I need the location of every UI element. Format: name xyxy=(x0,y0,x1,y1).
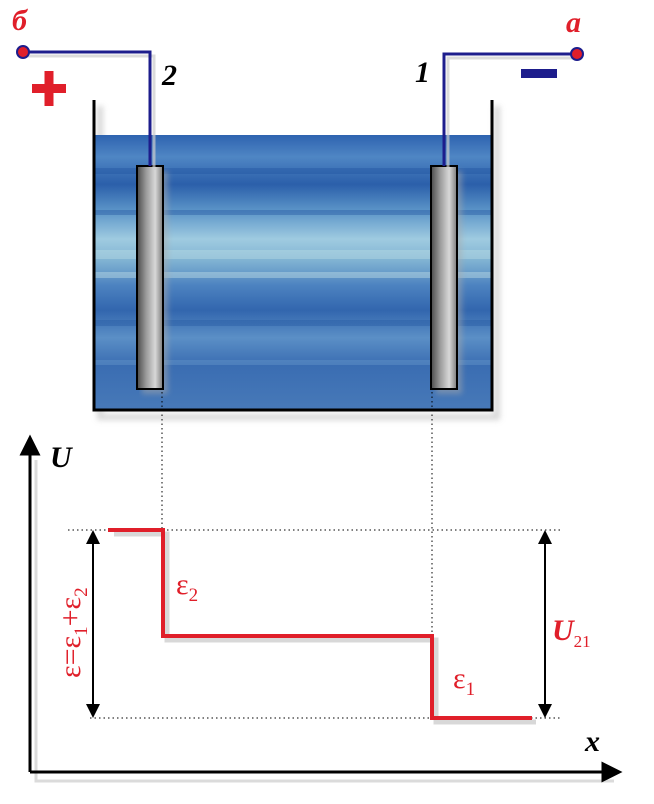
x-axis-label: x xyxy=(584,725,600,758)
y-axis-label: U xyxy=(50,441,73,474)
projection-lines xyxy=(68,392,560,719)
electrode-1-number: 1 xyxy=(415,56,430,89)
emf-total-label: ε=ε1+ε2 xyxy=(54,587,92,678)
electrolyte-streaks xyxy=(95,168,491,365)
step-label-emf-1: ε1 xyxy=(453,662,475,700)
step-label-emf-2: ε2 xyxy=(176,568,198,606)
potential-step-line xyxy=(108,528,532,720)
plus-sign-icon xyxy=(32,71,66,106)
voltage-u21-label: U21 xyxy=(552,614,591,651)
axes xyxy=(19,434,623,783)
terminal-right-letter: a xyxy=(566,6,581,39)
terminal-left-dot xyxy=(16,45,30,59)
terminal-right-dot xyxy=(570,47,584,61)
wire-left xyxy=(24,50,156,170)
electrode-2 xyxy=(136,165,168,394)
electrode-1 xyxy=(430,165,462,394)
terminal-left-letter: б xyxy=(12,4,28,37)
wire-right xyxy=(442,52,579,170)
minus-sign-icon xyxy=(521,69,557,78)
electrode-2-number: 2 xyxy=(161,59,177,92)
